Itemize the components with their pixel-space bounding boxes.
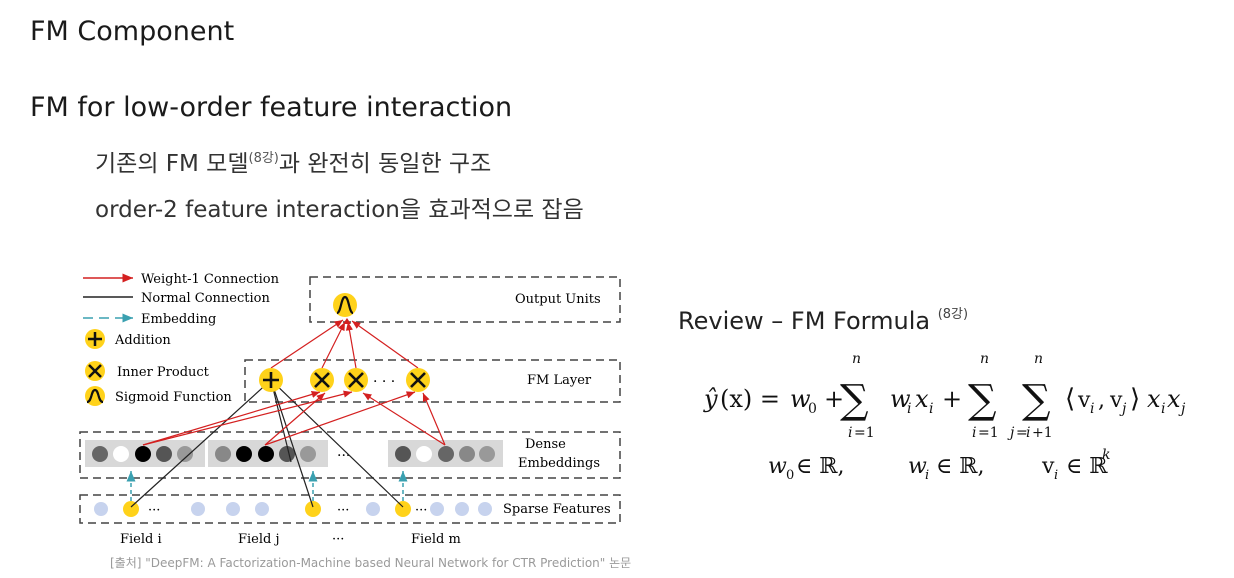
- svg-text:w: w: [790, 385, 811, 413]
- svg-text:0: 0: [786, 468, 794, 483]
- sparse-features-label: Sparse Features: [503, 502, 611, 517]
- bullet-1-post: 과 완전히 동일한 구조: [278, 151, 492, 177]
- svg-text:j: j: [1178, 401, 1186, 417]
- legend-inner-product-icon: [85, 361, 105, 381]
- embeddings-label: Embeddings: [518, 456, 600, 471]
- svg-text:k: k: [1102, 447, 1110, 463]
- legend-sigmoid-label: Sigmoid Function: [115, 390, 232, 405]
- fm-layer-box: [244, 359, 621, 403]
- svg-text:w: w: [908, 454, 927, 479]
- svg-text:=1: =1: [978, 425, 999, 441]
- embedding-arrows: [126, 471, 408, 501]
- svg-text:n: n: [852, 355, 861, 367]
- sparse-ellipsis-1: ···: [148, 503, 160, 518]
- svg-text:x: x: [915, 385, 929, 413]
- field-m-label: Field m: [411, 532, 461, 547]
- svg-text:w: w: [890, 385, 911, 413]
- svg-text:0: 0: [808, 401, 817, 417]
- dense-embeddings-box: [79, 431, 621, 479]
- svg-text:i: i: [848, 425, 852, 441]
- slide-subtitle: FM for low-order feature interaction: [30, 92, 513, 123]
- fm-formula-svg: ŷ (x) = w 0 + n ∑ i =1 w i x i + n ∑ i =…: [703, 351, 1186, 483]
- svg-text:v: v: [1109, 388, 1123, 413]
- legend-inner-product-label: Inner Product: [117, 365, 210, 380]
- output-units-label: Output Units: [515, 292, 601, 307]
- dense-label: Dense: [525, 437, 566, 452]
- svg-text:w: w: [768, 454, 787, 479]
- bullet-fm-structure: 기존의 FM 모델(8강)과 완전히 동일한 구조: [95, 144, 491, 178]
- svg-text:n: n: [1034, 355, 1043, 367]
- svg-text:⟩: ⟩: [1130, 384, 1140, 414]
- svg-text:∈ ℝ: ∈ ℝ: [1066, 454, 1108, 479]
- sparse-features-box: [79, 494, 621, 524]
- sparse-ellipsis-2: ···: [337, 503, 349, 518]
- legend-sigmoid-icon: [85, 386, 105, 406]
- fm-formula: ŷ (x) = w 0 + n ∑ i =1 w i x i + n ∑ i =…: [700, 351, 1200, 499]
- svg-text:x: x: [1167, 385, 1181, 413]
- slide-title: FM Component: [30, 16, 235, 47]
- review-title-sup: (8강): [937, 307, 969, 322]
- svg-text:i: i: [1161, 401, 1165, 417]
- fm-addition-node: [259, 368, 283, 392]
- output-sigmoid-node: [333, 293, 357, 317]
- svg-text:∑: ∑: [1022, 377, 1051, 423]
- bullet-order2: order-2 feature interaction을 효과적으로 잡음: [95, 197, 584, 223]
- svg-text:i: i: [972, 425, 976, 441]
- svg-text:i: i: [929, 401, 933, 417]
- svg-text:v: v: [1077, 388, 1091, 413]
- sparse-ellipsis-3: ···: [415, 503, 427, 518]
- svg-text:∑: ∑: [968, 377, 997, 423]
- deepfm-fm-diagram: Weight-1 Connection Normal Connection Em…: [79, 272, 621, 547]
- weight1-connections: [142, 318, 446, 446]
- svg-text:ŷ: ŷ: [703, 385, 718, 413]
- field-ellipsis-label: ···: [332, 532, 344, 547]
- svg-text:i: i: [1026, 425, 1030, 441]
- svg-text:∈ ℝ,: ∈ ℝ,: [936, 454, 985, 479]
- normal-connections: [130, 379, 404, 508]
- fm-inner-product-node-2: [344, 368, 368, 392]
- svg-text:n: n: [980, 355, 989, 367]
- svg-text:+1: +1: [1032, 425, 1053, 441]
- svg-text:∑: ∑: [840, 377, 869, 423]
- legend-addition-label: Addition: [114, 333, 171, 348]
- fm-ellipsis: · · ·: [373, 374, 395, 390]
- svg-text:=1: =1: [854, 425, 875, 441]
- source-caption: [출처] "DeepFM: A Factorization-Machine ba…: [110, 556, 632, 570]
- svg-text:,: ,: [1098, 388, 1105, 413]
- legend-addition-icon: [85, 329, 105, 349]
- output-units-box: [309, 276, 621, 323]
- fm-inner-product-node-3: [406, 368, 430, 392]
- legend-weight1-label: Weight-1 Connection: [141, 272, 280, 287]
- svg-text:i: i: [925, 468, 929, 483]
- bullet-1-pre: 기존의 FM 모델: [95, 151, 249, 177]
- svg-text:x: x: [1147, 385, 1161, 413]
- legend-embedding-label: Embedding: [141, 312, 216, 327]
- svg-text:j: j: [1007, 425, 1015, 441]
- legend: Weight-1 Connection Normal Connection Em…: [83, 272, 280, 406]
- svg-text:v: v: [1041, 454, 1055, 479]
- svg-text:i: i: [1054, 468, 1058, 483]
- legend-normal-label: Normal Connection: [141, 291, 270, 306]
- svg-text:∈ ℝ,: ∈ ℝ,: [796, 454, 845, 479]
- svg-text:=: =: [1016, 425, 1028, 441]
- svg-text:i: i: [1090, 401, 1094, 417]
- sparse-features: [94, 501, 492, 517]
- svg-text:j: j: [1119, 401, 1127, 417]
- fm-inner-product-node-1: [310, 368, 334, 392]
- svg-text:+: +: [942, 385, 962, 413]
- svg-text:i: i: [907, 401, 911, 417]
- dense-ellipsis: ···: [337, 448, 350, 464]
- svg-text:⟨: ⟨: [1065, 384, 1075, 414]
- field-i-label: Field i: [120, 532, 162, 547]
- field-j-label: Field j: [238, 532, 280, 547]
- bullet-1-sup: (8강): [248, 151, 279, 166]
- svg-text:+: +: [824, 385, 844, 413]
- dense-embedding-group-m: [388, 440, 503, 467]
- svg-text:(x) =: (x) =: [720, 385, 780, 413]
- review-title-text: Review – FM Formula: [678, 307, 931, 335]
- fm-layer-label: FM Layer: [527, 373, 592, 388]
- review-title: Review – FM Formula (8강): [678, 303, 968, 335]
